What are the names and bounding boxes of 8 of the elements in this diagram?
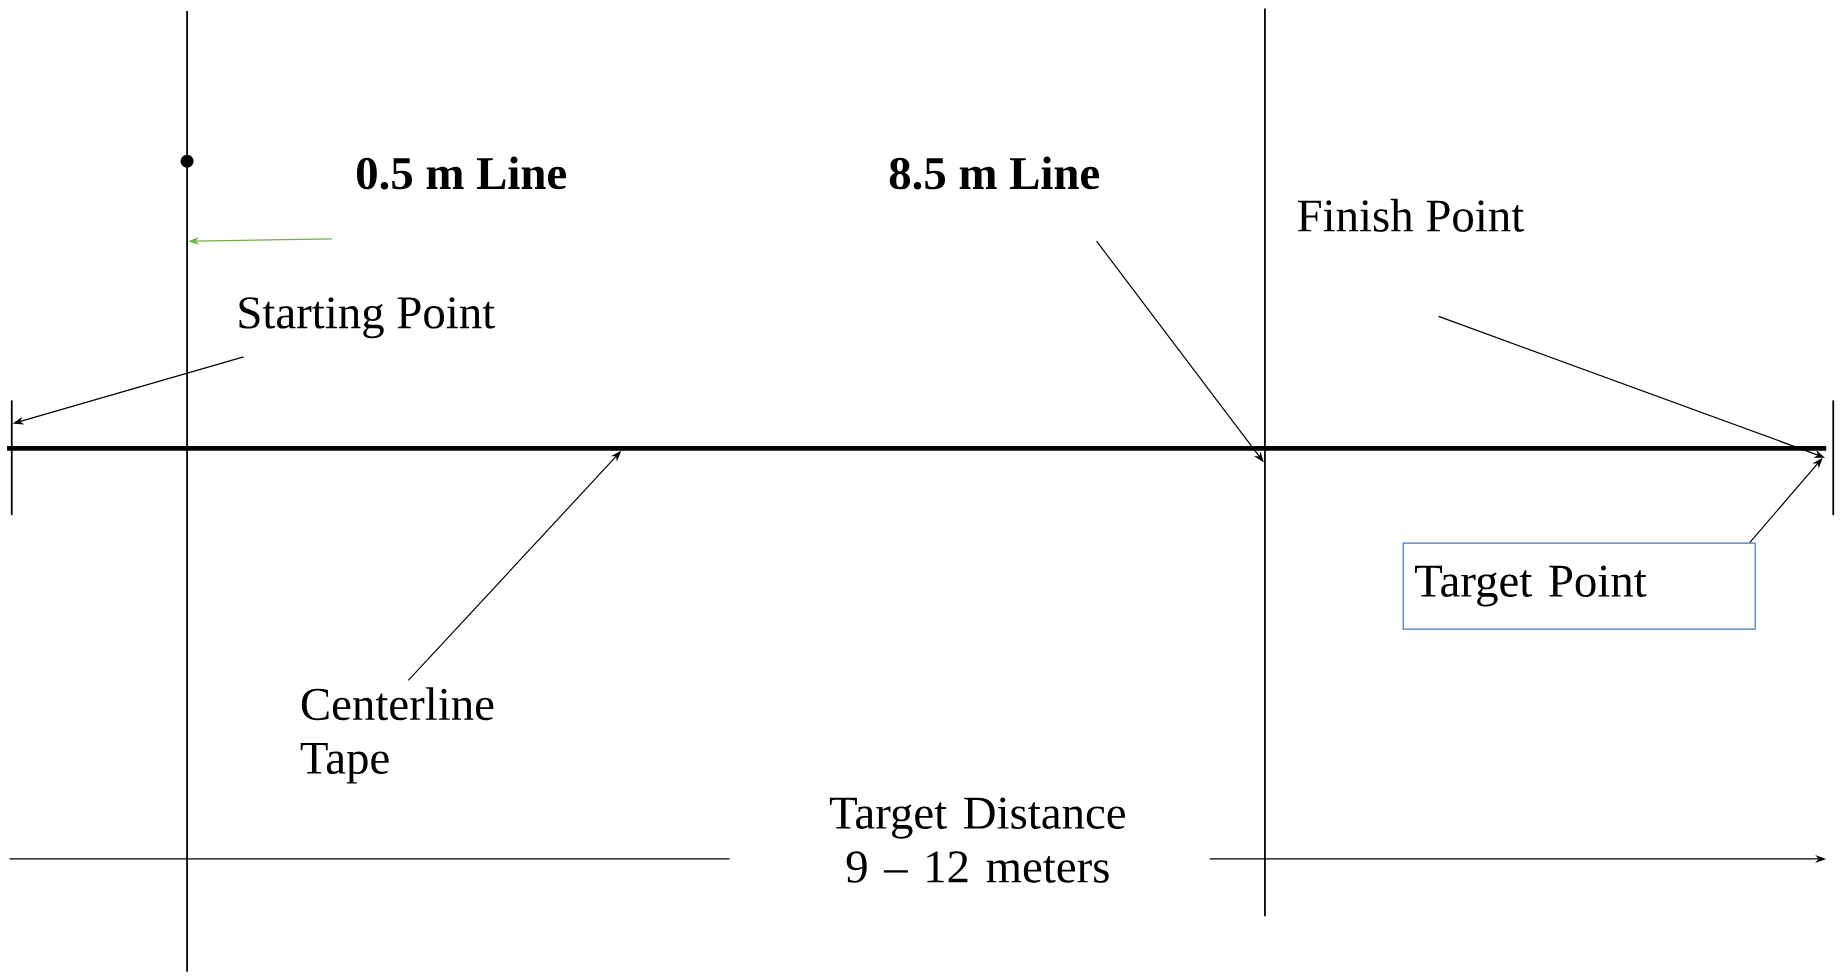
- tape-label: Centerline Tape: [300, 687, 494, 784]
- end-tick: [1832, 400, 1835, 515]
- line-label: 8.5 m Line: [889, 156, 1100, 190]
- point-label: Finish Point: [1297, 198, 1524, 232]
- target-point-box: Target Point: [1402, 542, 1756, 630]
- dimension-label: Target Distance 9 – 12 meters: [829, 797, 1125, 883]
- line-label: 0.5 m Line: [357, 156, 566, 190]
- point-label: Starting Point: [239, 297, 495, 339]
